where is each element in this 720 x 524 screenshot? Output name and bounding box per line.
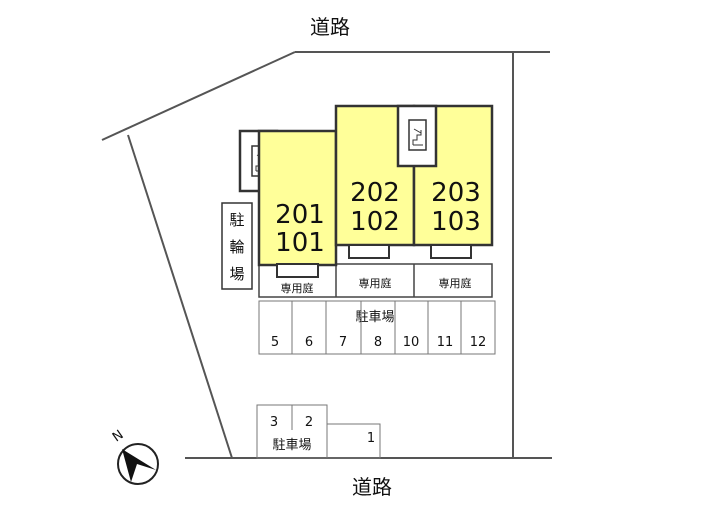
parking-space-12: 12 (470, 335, 487, 350)
road-label-top: 道路 (310, 15, 350, 39)
road-label-bottom: 道路 (352, 475, 392, 499)
unit-201-101: 201 101 専用庭 (238, 129, 338, 295)
stairs-icon (412, 128, 423, 146)
bike-parking-char-3: 場 (229, 265, 244, 283)
parking-space-6: 6 (305, 335, 313, 350)
unit-number-101: 101 (275, 228, 325, 258)
unit-number-202: 202 (350, 178, 400, 208)
unit-number-201: 201 (275, 200, 325, 230)
private-garden-label: 専用庭 (359, 276, 392, 290)
compass-north-label: N (110, 427, 127, 445)
parking-main (258, 300, 496, 355)
private-garden-label: 専用庭 (281, 281, 314, 295)
unit-number-102: 102 (350, 207, 400, 237)
parking-space-10: 10 (403, 335, 420, 350)
parking-space-5: 5 (271, 335, 279, 350)
compass-arrow-icon (122, 449, 156, 482)
unit-number-103: 103 (431, 207, 481, 237)
private-garden-label: 専用庭 (439, 276, 472, 290)
compass: N (110, 427, 159, 485)
bike-parking-char-2: 輪 (229, 238, 244, 256)
parking-main-label: 駐車場 (355, 310, 394, 325)
parking-space-1: 1 (367, 431, 375, 446)
parking-space-2: 2 (305, 415, 313, 430)
garden-strip (258, 263, 493, 298)
bike-parking-char-1: 駐 (229, 211, 244, 229)
parking-space-3: 3 (270, 415, 278, 430)
unit-number-203: 203 (431, 178, 481, 208)
parking-space-11: 11 (437, 335, 454, 350)
parking-space-7: 7 (339, 335, 347, 350)
bike-parking: 駐 輪 場 (221, 202, 253, 290)
unit-203-103: 203 103 専用庭 (396, 104, 494, 290)
parking-small (256, 404, 381, 459)
parking-space-8: 8 (374, 335, 382, 350)
parking-small-label: 駐車場 (272, 438, 311, 453)
